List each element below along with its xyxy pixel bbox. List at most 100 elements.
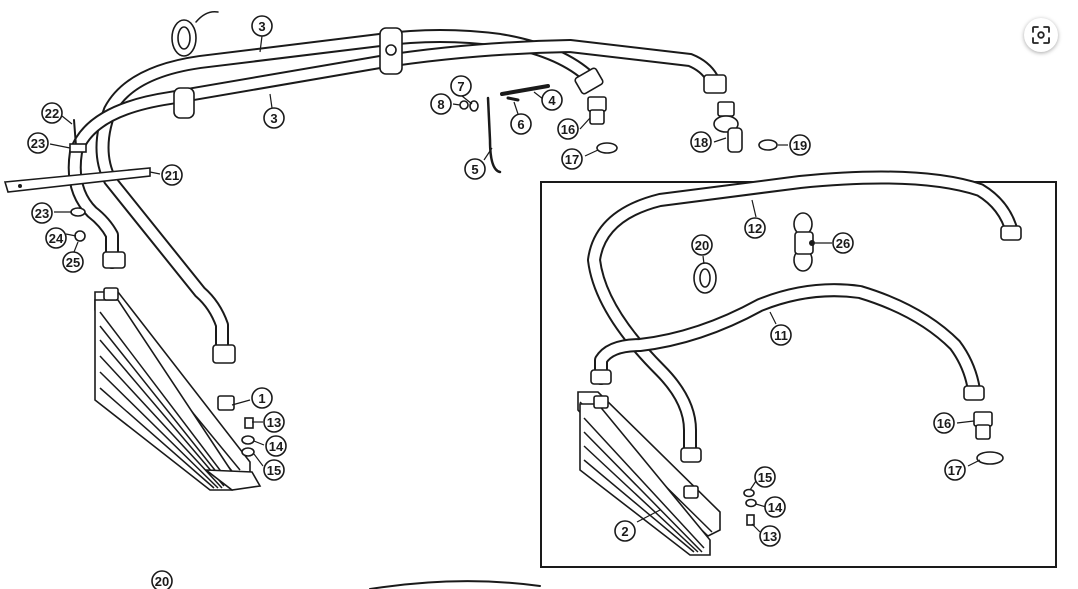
clip-4 (500, 84, 550, 96)
callout-ring (251, 15, 273, 37)
callout-number: 1 (258, 391, 265, 406)
callout-main-13: 21 (161, 164, 183, 186)
callout-ring (944, 459, 966, 481)
oil-pipe-lower (67, 39, 719, 269)
callout-ring (450, 75, 472, 97)
callout-ring (933, 412, 955, 434)
callout-number: 23 (31, 136, 45, 151)
callout-ring (510, 113, 532, 135)
inset-nut-d (963, 385, 985, 401)
callout-inset-6: 15 (754, 466, 776, 488)
inset-nut-a (590, 369, 612, 385)
callout-main-14: 23 (31, 202, 53, 224)
callout-ring (161, 164, 183, 186)
nut-8 (459, 100, 469, 110)
callout-number: 22 (45, 106, 59, 121)
callout-number: 16 (937, 416, 951, 431)
cropped-pipe-bottom (369, 580, 541, 589)
callout-ring (541, 89, 563, 111)
inset-nut-b (680, 447, 702, 463)
callout-inset-8: 13 (759, 525, 781, 547)
inset-pipe-12 (587, 170, 1019, 462)
washers-23-24 (70, 207, 86, 242)
inset-adaptor-16 (973, 411, 993, 440)
pipe-nut-upper-right (574, 67, 604, 95)
washer-15 (241, 447, 255, 457)
callout-ring (62, 251, 84, 273)
callout-number: 26 (836, 236, 850, 251)
callout-main-15: 24 (45, 227, 67, 249)
callout-number: 19 (793, 138, 807, 153)
callout-number: 14 (269, 439, 284, 454)
oil-cooler-inset (577, 391, 721, 556)
callout-ring (789, 134, 811, 156)
callout-ring (690, 131, 712, 153)
inset-clamp-26 (793, 212, 815, 272)
callout-main-16: 25 (62, 251, 84, 273)
callout-number: 13 (267, 415, 281, 430)
callout-number: 15 (758, 470, 772, 485)
callout-ring (263, 459, 285, 481)
callout-ring (614, 520, 636, 542)
grommet-top (171, 10, 219, 57)
seal-19 (758, 139, 778, 151)
callout-number: 5 (471, 162, 478, 177)
callout-number: 11 (774, 328, 788, 343)
callout-ring (430, 93, 452, 115)
callout-ring (561, 148, 583, 170)
callout-inset-5: 17 (944, 459, 966, 481)
callout-number: 4 (548, 93, 556, 108)
focus-scan-icon (1032, 26, 1050, 44)
leader-lines (49, 35, 981, 533)
inset-pipe-11 (594, 283, 981, 397)
callout-ring (764, 496, 786, 518)
callout-inset-2: 26 (832, 232, 854, 254)
callout-main-10: 19 (789, 134, 811, 156)
callout-number: 18 (694, 135, 708, 150)
pipe-clamp-lower (173, 87, 195, 119)
callout-inset-7: 14 (764, 496, 786, 518)
inset-washer-17 (976, 451, 1004, 465)
callout-number: 12 (748, 221, 762, 236)
callout-main-18: 13 (263, 411, 285, 433)
callout-inset-9: 2 (614, 520, 636, 542)
adaptor-16 (587, 96, 607, 125)
callout-number: 16 (561, 122, 575, 137)
callout-number: 8 (437, 97, 444, 112)
callout-main-2: 7 (450, 75, 472, 97)
callout-ring (45, 227, 67, 249)
callout-main-8: 17 (561, 148, 583, 170)
callout-main-7: 5 (464, 158, 486, 180)
callout-number: 25 (66, 255, 80, 270)
inset-grommet-20 (693, 262, 717, 294)
pin-6 (506, 96, 520, 102)
callout-ring (151, 570, 173, 589)
callout-number: 24 (49, 231, 64, 246)
callout-ring (263, 107, 285, 129)
callout-number: 21 (165, 168, 179, 183)
washer-17 (596, 142, 618, 154)
focus-scan-button[interactable] (1024, 18, 1058, 52)
pipe-clamp-upper (379, 27, 403, 75)
callout-ring (754, 466, 776, 488)
callout-ring (691, 234, 713, 256)
callout-ring (770, 324, 792, 346)
callout-inset-0: 12 (744, 217, 766, 239)
callout-main-0: 3 (251, 15, 273, 37)
callout-ring (759, 525, 781, 547)
callout-number: 2 (621, 524, 628, 539)
cooler-bolt-13 (244, 417, 254, 429)
callout-cropped-0: 20 (151, 570, 173, 589)
callout-number: 7 (457, 79, 464, 94)
callout-main-4: 4 (541, 89, 563, 111)
inset-washer-14 (745, 498, 757, 508)
washer-14 (241, 435, 255, 445)
pipe-nut-lower-left (102, 251, 126, 269)
callouts-inset: 12 20 26 11 16 17 15 14 13 2 (614, 217, 966, 547)
callout-number: 3 (258, 19, 265, 34)
callout-number: 20 (695, 238, 709, 253)
callout-number: 17 (565, 152, 579, 167)
strap-5 (486, 96, 502, 174)
thermostat-18 (713, 101, 743, 153)
